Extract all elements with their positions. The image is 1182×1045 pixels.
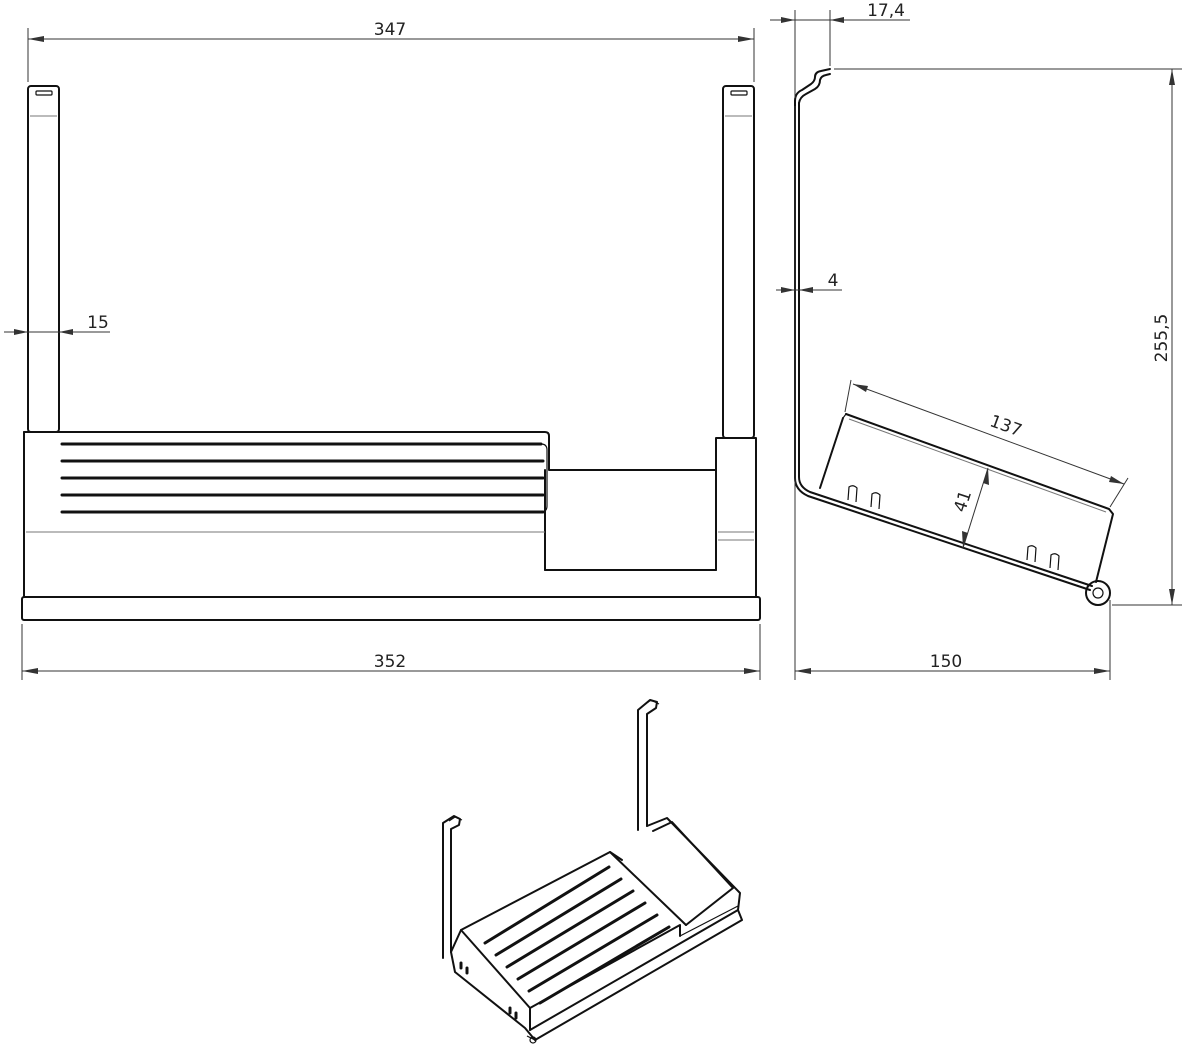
dimension-rail-width: 15 [4,313,110,335]
side-rail [794,68,1111,606]
front-slots [60,442,548,514]
dimension-label: 352 [374,652,406,672]
peg [870,492,881,510]
dimension-side-height: 255,5 [834,68,1182,606]
side-tray [819,413,1114,583]
dimension-hook-offset: 17,4 [770,1,910,98]
dimension-rail-thickness: 4 [776,271,842,293]
slot [527,913,659,993]
slot [494,877,623,957]
slot [516,901,647,981]
front-right-rail [722,85,755,439]
front-tray [21,431,761,621]
dimension-label: 137 [987,411,1024,441]
iso-pegs [459,961,518,1020]
dimension-label: 15 [87,313,109,333]
wheel-icon [1085,580,1111,606]
dimension-label: 347 [374,20,406,40]
slot [483,865,611,945]
dimension-tray-height: 41 [950,467,989,549]
dimension-label: 150 [930,652,962,672]
front-left-rail [27,85,60,433]
slot [538,925,671,1005]
iso-slots [483,865,671,1005]
dimension-label: 41 [950,488,976,515]
dimension-label: 17,4 [867,1,905,21]
side-view: 17,4 4 255,5 137 [770,1,1182,680]
dimension-top-width: 347 [27,20,755,82]
dimension-side-depth: 150 [794,106,1111,680]
front-view: 347 15 352 [4,20,761,680]
iso-rails [442,699,660,959]
dimension-label: 4 [828,271,839,291]
dimension-bottom-width: 352 [21,624,761,680]
peg [1049,553,1060,571]
peg [847,485,858,503]
slot [505,889,635,969]
dimension-label: 255,5 [1152,314,1172,363]
dimension-tray-length: 137 [844,379,1129,508]
isometric-view [442,699,743,1044]
peg [1026,545,1037,563]
